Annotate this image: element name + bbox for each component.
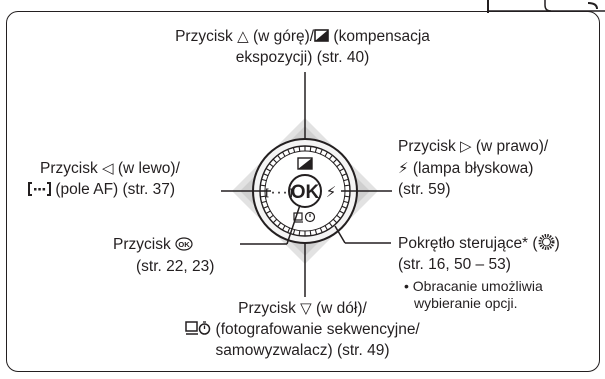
right-label-prefix: Przycisk	[398, 138, 456, 155]
right-arrow-icon: ▷	[460, 137, 472, 155]
dial-tooth	[343, 200, 349, 204]
dial-tooth	[309, 146, 312, 152]
dial-tooth	[277, 154, 282, 160]
dial-tooth	[298, 230, 301, 236]
exposure-compensation-icon	[314, 29, 329, 42]
dial-tooth	[263, 173, 269, 177]
dial-tooth	[268, 214, 274, 219]
sequential-selftimer-icon	[185, 321, 211, 335]
top-label-prefix: Przycisk	[175, 28, 233, 45]
dial-tooth	[265, 210, 271, 214]
dial-tooth	[343, 178, 349, 182]
ok-label-prefix: Przycisk	[113, 236, 171, 253]
dial-tooth	[309, 230, 312, 236]
dial-label-text: Pokrętło sterujące* (	[398, 235, 538, 252]
af-area-label: [···]	[264, 188, 294, 199]
dial-tooth	[344, 184, 350, 187]
exposure-compensation-icon	[297, 157, 313, 170]
right-label-line2: ⚡ (lampa błyskowa)	[398, 159, 533, 178]
dial-tooth	[339, 168, 345, 172]
dial-tooth	[265, 168, 271, 172]
dial-tooth	[263, 205, 269, 209]
dial-tooth	[277, 222, 282, 228]
dial-tooth	[341, 205, 347, 209]
ok-label-line2: (str. 22, 23)	[136, 258, 215, 275]
dial-tooth	[287, 149, 291, 155]
dial-label-end: )	[554, 235, 560, 252]
dial-tooth	[341, 173, 347, 177]
ok-button[interactable]: OK	[288, 174, 322, 208]
dial-tooth	[272, 218, 278, 224]
dial-tooth	[328, 222, 333, 228]
dial-tooth	[261, 200, 267, 204]
down-arrow-icon: ▽	[300, 299, 312, 317]
bottom-label-prefix: Przycisk	[238, 300, 296, 317]
dial-tooth	[260, 195, 266, 198]
svg-text:OK: OK	[178, 240, 190, 249]
dial-tooth	[272, 158, 278, 164]
dial-tooth	[314, 229, 318, 235]
ok-label-text: Przycisk OK	[113, 235, 193, 254]
dial-note-line1: • Obracanie umożliwia	[404, 278, 543, 294]
dial-tooth	[332, 158, 338, 164]
left-label-line2: (pole AF) (str. 37)	[28, 180, 175, 199]
top-label-suffix: (w górę)/	[252, 28, 315, 45]
left-label-suffix: (w lewo)/	[117, 160, 180, 177]
top-label-end: (kompensacja	[333, 28, 430, 45]
top-label-line2: ekspozycji) (str. 40)	[235, 49, 370, 66]
dial-label: Pokrętło sterujące* ()	[398, 234, 560, 253]
left-arrow-icon: ◁	[102, 159, 114, 177]
dial-note-line2: wybieranie opcji.	[414, 295, 518, 311]
right-label-text: (lampa błyskowa)	[412, 160, 534, 177]
dial-tooth	[282, 151, 286, 157]
ok-icon: OK	[175, 237, 193, 251]
left-label: Przycisk ◁ (w lewo)/	[40, 159, 180, 178]
flash-icon: ⚡	[398, 159, 409, 177]
dial-tooth	[328, 154, 333, 160]
right-label: Przycisk ▷ (w prawo)/	[398, 137, 548, 156]
flash-label: ⚡	[326, 183, 337, 201]
leader-lines	[221, 72, 392, 297]
dial-tooth	[282, 225, 286, 231]
ok-label: OK	[291, 182, 320, 203]
dial-tooth	[268, 163, 274, 168]
bottom-label: Przycisk ▽ (w dół)/	[0, 299, 605, 318]
bottom-label-line3: samowyzwalacz) (str. 49)	[215, 342, 390, 359]
right-label-suffix: (w prawo)/	[475, 138, 549, 155]
dial-tooth	[292, 147, 296, 153]
dial-tooth	[298, 146, 301, 152]
top-label: Przycisk △ (w górę)/ (kompensacja	[0, 27, 605, 46]
dial-tooth	[319, 227, 323, 233]
dial-tooth	[324, 225, 328, 231]
dial-tooth	[324, 151, 328, 157]
frame-tab-divider	[487, 0, 489, 13]
dial-tooth	[287, 227, 291, 233]
up-arrow-icon: △	[237, 27, 249, 45]
left-label-prefix: Przycisk	[40, 160, 98, 177]
bottom-label-text: (fotografowanie sekwencyjne/	[215, 321, 420, 338]
left-label-text: (pole AF) (str. 37)	[55, 181, 176, 198]
dial-tooth	[336, 163, 342, 168]
dial-tooth	[332, 218, 338, 224]
dial-label-line2: (str. 16, 50 – 53)	[398, 256, 511, 273]
dial-tooth	[339, 210, 345, 214]
control-dial-icon	[538, 234, 555, 250]
af-area-icon	[28, 182, 51, 196]
dial-tooth	[344, 195, 350, 198]
dial-tooth	[261, 178, 267, 182]
dial-tooth	[260, 184, 266, 187]
dial-tooth	[292, 229, 296, 235]
dial-tooth	[336, 214, 342, 219]
right-label-line3: (str. 59)	[398, 181, 451, 198]
dial-tooth	[319, 149, 323, 155]
bottom-label-suffix: (w dół)/	[316, 300, 367, 317]
dial-tooth	[314, 147, 318, 153]
bottom-label-line2: (fotografowanie sekwencyjne/	[0, 320, 605, 339]
